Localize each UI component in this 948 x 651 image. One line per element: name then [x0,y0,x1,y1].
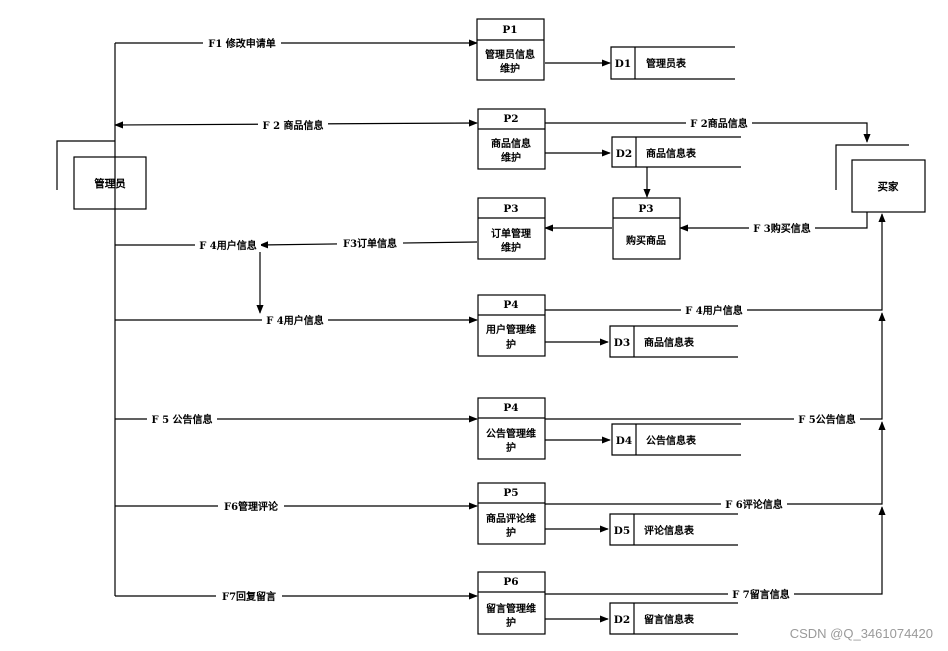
process-name-line2: 护 [506,616,516,629]
flow-label-f5-buyer: F 5公告信息 [798,413,856,426]
watermark: CSDN @Q_3461074420 [790,626,933,641]
flow-label-f7-buyer: F 7留言信息 [732,588,790,601]
process-p3-purchase: P3 购买商品 [612,197,681,260]
process-id: P3 [638,203,653,215]
process-id: P2 [503,113,518,125]
store-d2-message: D2 留言信息表 [609,602,738,635]
process-name-line1: 留言管理维 [486,602,536,615]
process-name-line1: 用户管理维 [485,323,536,336]
process-id: P6 [503,576,518,588]
flow-labels: F1 修改申请单 F 2 商品信息 F 2商品信息 F 3购买信息 F3订单信息… [147,36,860,603]
flow-label-f1: F1 修改申请单 [208,37,276,50]
process-p4-user: P4 用户管理维 护 [477,294,546,357]
flow-label-f7-admin: F7回复留言 [222,590,276,603]
process-name-line1: 商品评论维 [486,512,536,525]
process-id: P1 [502,24,517,36]
store-id: D5 [614,525,630,537]
flow-label-f4-admin: F 4用户信息 [266,314,324,327]
store-id: D1 [615,58,631,70]
store-d1: D1 管理员表 [610,46,735,80]
store-d5: D5 评论信息表 [609,513,738,546]
store-d2: D2 商品信息表 [611,136,741,168]
flow-label-f3-order: F3订单信息 [343,237,397,250]
flow-label-f6-admin: F6管理评论 [224,500,279,513]
process-name-line2: 维护 [501,241,521,254]
store-id: D4 [616,435,632,447]
flow-label-f2-buyer: F 2商品信息 [690,117,748,130]
store-name: 留言信息表 [644,613,695,626]
process-p1: P1 管理员信息 维护 [476,18,545,81]
store-d4: D4 公告信息表 [611,423,741,456]
store-name: 评论信息表 [644,524,695,537]
store-name: 商品信息表 [644,336,695,349]
process-name-line1: 购买商品 [626,234,666,247]
process-id: P5 [503,487,518,499]
process-name-line2: 护 [506,338,516,351]
process-id: P3 [503,203,518,215]
store-id: D3 [614,337,630,349]
entity-buyer: 买家 [835,144,926,213]
process-p2: P2 商品信息 维护 [477,108,546,170]
process-id: P4 [503,299,518,311]
process-name-line1: 订单管理 [491,227,531,240]
store-name: 管理员表 [646,57,687,70]
process-name-line2: 护 [506,441,516,454]
process-name-line1: 管理员信息 [485,48,535,61]
process-name-line2: 护 [506,526,516,539]
store-d3: D3 商品信息表 [609,325,738,358]
process-id: P4 [503,402,518,414]
process-name-line1: 公告管理维 [486,427,536,440]
process-p3-order: P3 订单管理 维护 [477,197,546,260]
process-p4-notice: P4 公告管理维 护 [477,397,546,460]
flow-label-f5-admin: F 5 公告信息 [151,413,212,426]
process-p5: P5 商品评论维 护 [477,482,546,545]
flow-label-f4-junction: F 4用户信息 [199,239,257,252]
entity-admin: 管理员 [56,140,147,210]
flow-label-f6-buyer: F 6评论信息 [725,498,783,511]
flow-label-f4-buyer: F 4用户信息 [685,304,743,317]
store-id: D2 [616,148,632,160]
entity-buyer-label: 买家 [878,180,899,193]
flow-label-f2-admin: F 2 商品信息 [262,119,323,132]
process-name-line1: 商品信息 [491,137,531,150]
entity-admin-label: 管理员 [94,177,126,190]
store-name: 商品信息表 [646,147,697,160]
process-name-line2: 维护 [501,151,521,164]
process-name-line2: 维护 [500,62,520,75]
store-id: D2 [614,614,630,626]
flow-label-f3-purchase: F 3购买信息 [753,222,811,235]
store-name: 公告信息表 [646,434,697,447]
process-p6: P6 留言管理维 护 [477,571,546,635]
